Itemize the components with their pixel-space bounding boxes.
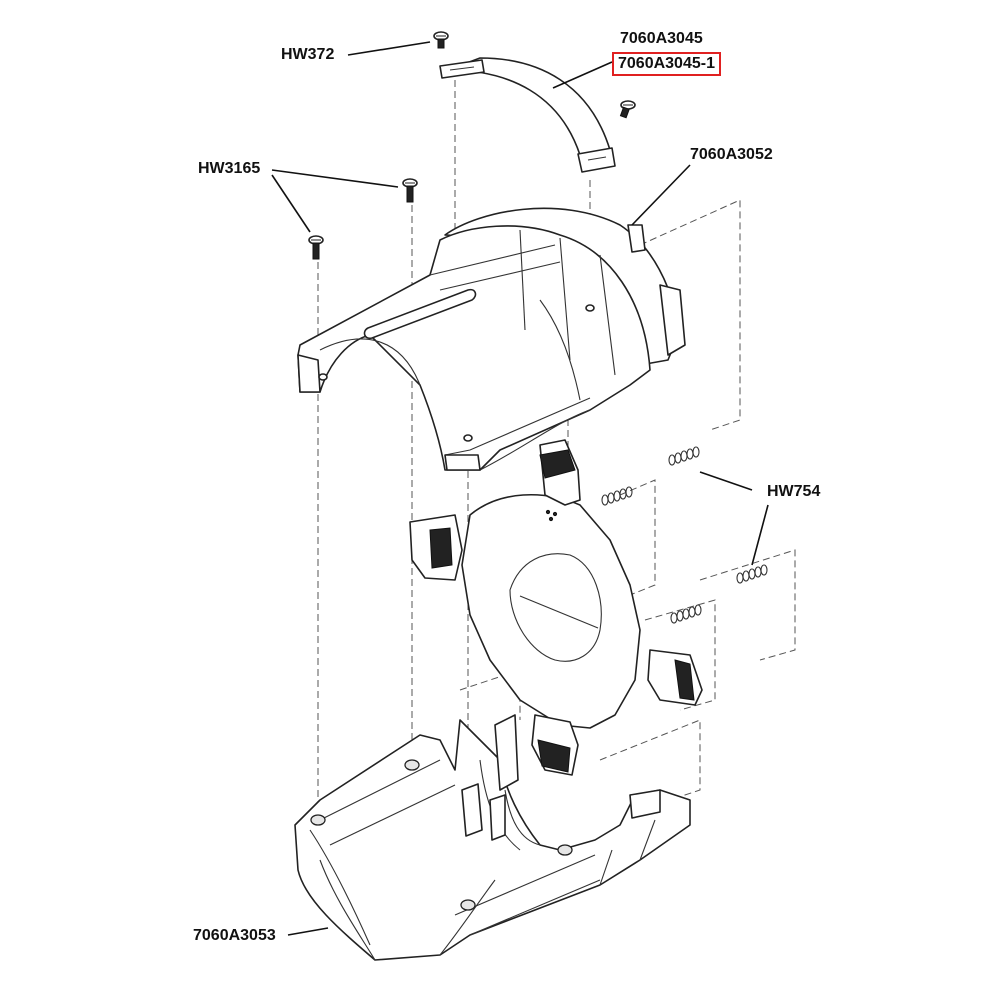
callout-7060a3045: 7060A3045 — [620, 30, 703, 47]
spring-hw754-a — [668, 446, 700, 466]
screw-hw372-top — [433, 31, 449, 49]
spring-hw754-c — [736, 564, 768, 584]
callout-7060a3052: 7060A3052 — [690, 146, 773, 163]
lower-housing-7060a3053 — [294, 714, 691, 961]
leader-lines — [271, 41, 769, 936]
shutter-blade-top — [539, 439, 581, 506]
upper-housing-7060a3052 — [297, 207, 686, 471]
shutter-blade-right — [647, 649, 703, 706]
screw-hw3165-a — [402, 178, 418, 203]
callout-7060a3053: 7060A3053 — [193, 927, 276, 944]
shutter-blade-left — [409, 514, 463, 581]
strap-7060a3045 — [439, 57, 616, 173]
callout-hw372: HW372 — [281, 46, 335, 63]
shutter-blade-bottom — [531, 714, 579, 776]
spring-hw754-d — [670, 604, 702, 624]
callout-hw3165: HW3165 — [198, 160, 261, 177]
shutter-plate — [461, 493, 641, 729]
screw-hw3165-b — [308, 235, 324, 260]
spring-hw754-b — [601, 486, 633, 506]
callout-hw754: HW754 — [767, 483, 821, 500]
screw-hw372-right — [619, 100, 636, 119]
callout-7060a3045-1: 7060A3045-1 — [612, 52, 721, 76]
